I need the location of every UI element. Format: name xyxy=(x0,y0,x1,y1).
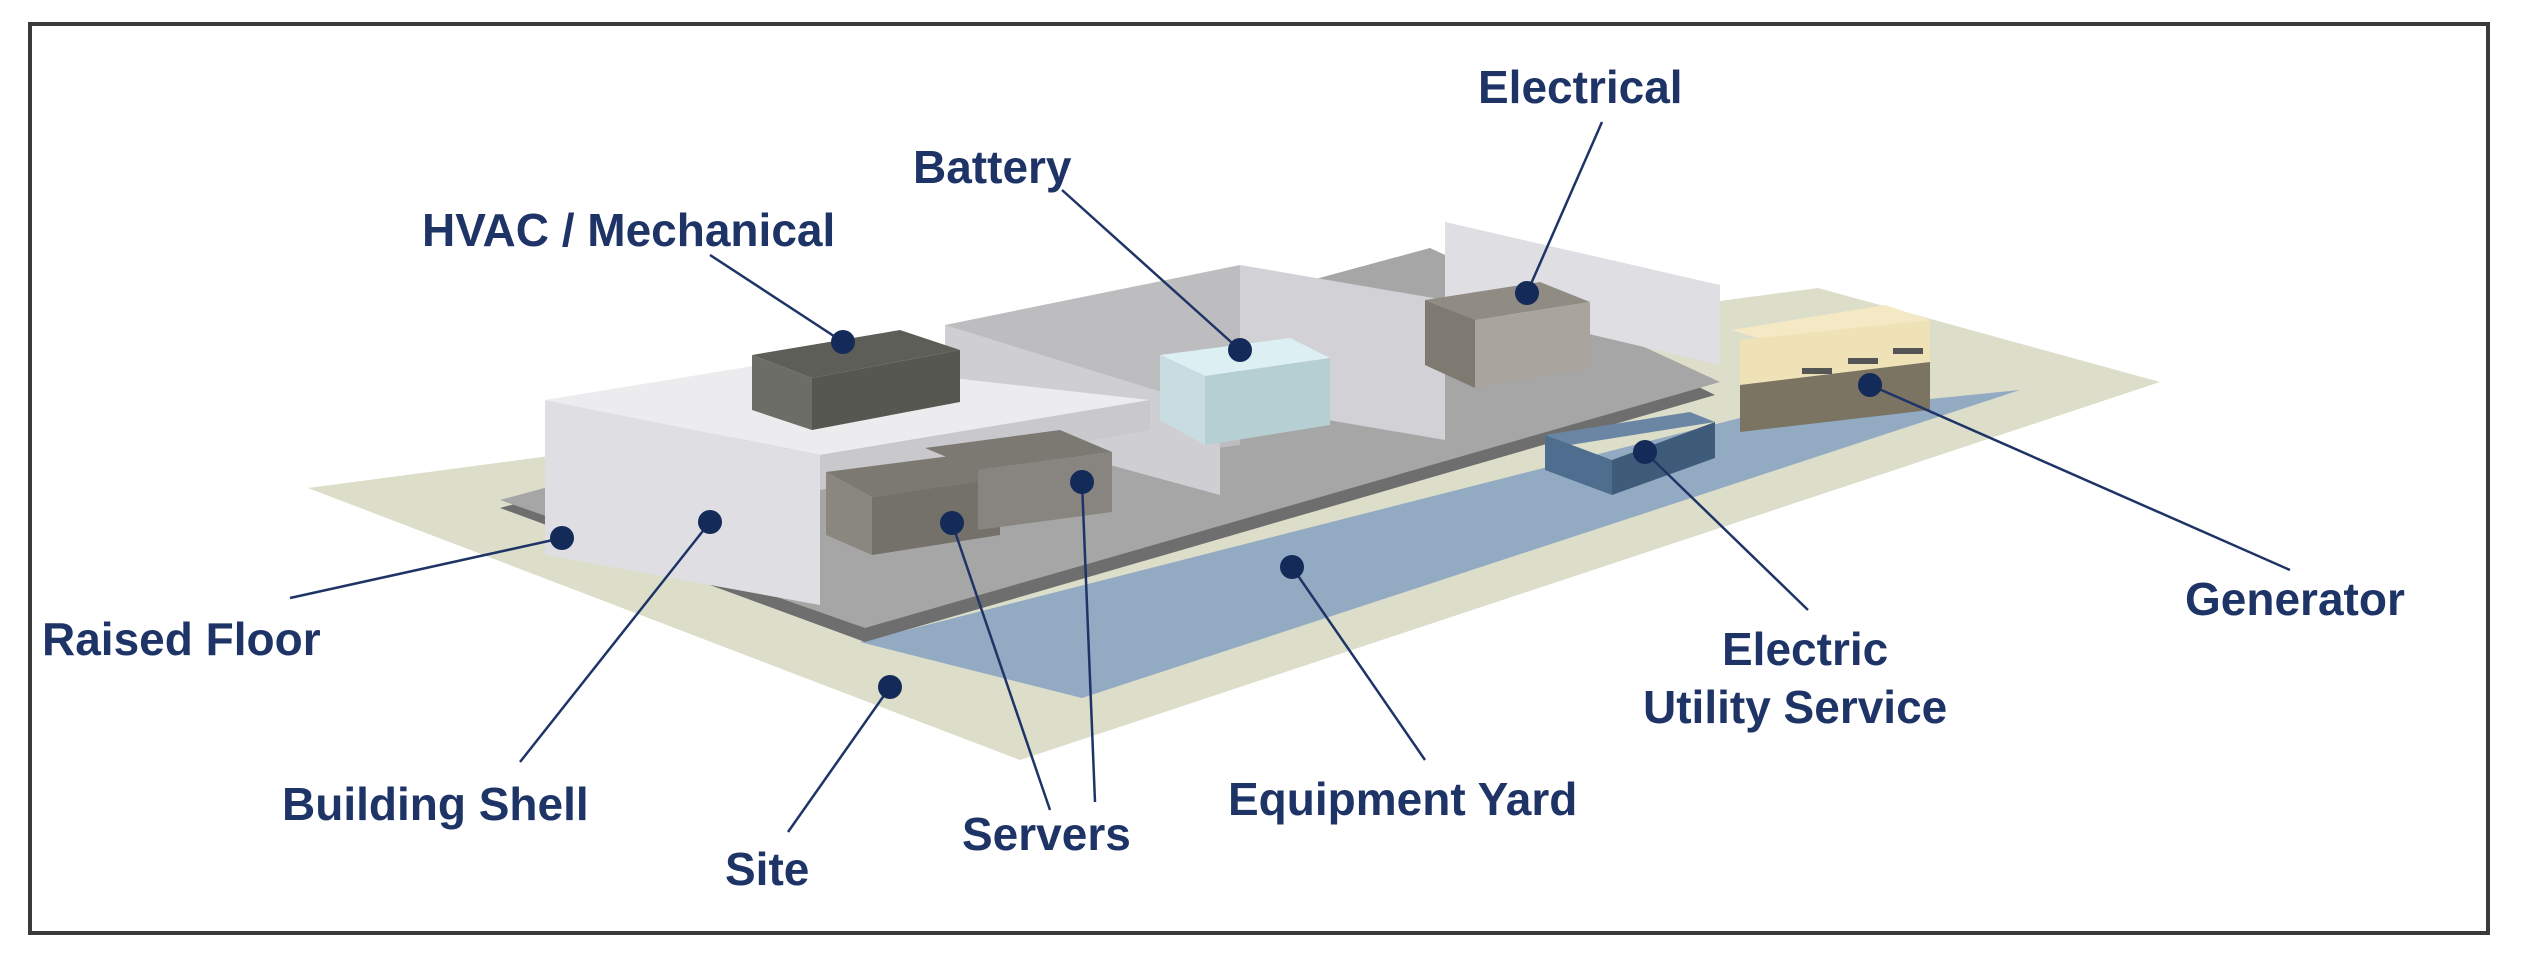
hvac-unit-top xyxy=(752,330,960,378)
leader-line-hvac xyxy=(709,253,844,344)
label-equipment-yard: Equipment Yard xyxy=(1228,773,1577,825)
electrical-cabinet-side xyxy=(1425,300,1475,388)
leader-line-utility xyxy=(1644,451,1809,611)
back-wall-right xyxy=(1445,222,1720,365)
server-rack-1-front xyxy=(826,472,872,555)
dot-hvac xyxy=(831,330,855,354)
utility-service-top xyxy=(1545,412,1715,445)
leader-line-servers-1 xyxy=(950,522,1052,811)
server-rack-1-top xyxy=(826,455,1000,497)
building-shell-front xyxy=(545,400,820,605)
dot-generator xyxy=(1858,373,1882,397)
dot-equipment-yard xyxy=(1280,555,1304,579)
generator-vent-1 xyxy=(1802,368,1832,374)
electrical-cabinet-top xyxy=(1425,282,1590,320)
leader-line-generator xyxy=(1869,383,2291,572)
battery-side xyxy=(1160,355,1205,445)
server-rack-2-top xyxy=(925,430,1112,470)
generator-base xyxy=(1740,362,1930,432)
leader-line-equipment-yard xyxy=(1290,566,1427,761)
label-generator: Generator xyxy=(2185,573,2405,625)
leader-line-electrical xyxy=(1525,121,1604,294)
dot-servers-2 xyxy=(1070,470,1094,494)
dot-raised-floor xyxy=(550,526,574,550)
label-electrical: Electrical xyxy=(1478,61,1683,113)
dot-servers-1 xyxy=(940,511,964,535)
utility-service-front xyxy=(1545,435,1612,495)
dot-battery xyxy=(1228,338,1252,362)
server-rack-1-side xyxy=(872,478,1000,555)
generator-vent-3 xyxy=(1893,348,1923,354)
generator-vent-2 xyxy=(1848,358,1878,364)
leader-line-site xyxy=(786,686,892,833)
generator-top xyxy=(1732,305,1930,345)
label-raised-floor: Raised Floor xyxy=(42,613,321,665)
dot-utility xyxy=(1633,440,1657,464)
hvac-unit-side xyxy=(812,350,960,430)
leader-line-building-shell xyxy=(519,521,711,763)
electrical-cabinet-front xyxy=(1475,302,1590,388)
battery-front xyxy=(1205,358,1330,445)
hvac-unit-front xyxy=(752,355,812,430)
label-hvac: HVAC / Mechanical xyxy=(422,204,835,256)
label-battery: Battery xyxy=(913,141,1072,193)
equipment-yard xyxy=(860,390,2020,698)
dot-building-shell xyxy=(698,510,722,534)
label-building-shell: Building Shell xyxy=(282,778,589,830)
label-servers: Servers xyxy=(962,808,1131,860)
utility-service-side xyxy=(1612,422,1715,495)
leader-line-raised-floor xyxy=(289,536,563,600)
label-electric-utility-line1: Electric xyxy=(1722,623,1888,675)
label-site: Site xyxy=(725,843,809,895)
dot-site xyxy=(878,675,902,699)
dot-electrical xyxy=(1515,281,1539,305)
generator-upper-front xyxy=(1740,320,1930,385)
leader-line-battery xyxy=(1061,189,1241,351)
label-electric-utility-line2: Utility Service xyxy=(1643,681,1947,733)
leader-line-servers-2 xyxy=(1080,481,1097,803)
